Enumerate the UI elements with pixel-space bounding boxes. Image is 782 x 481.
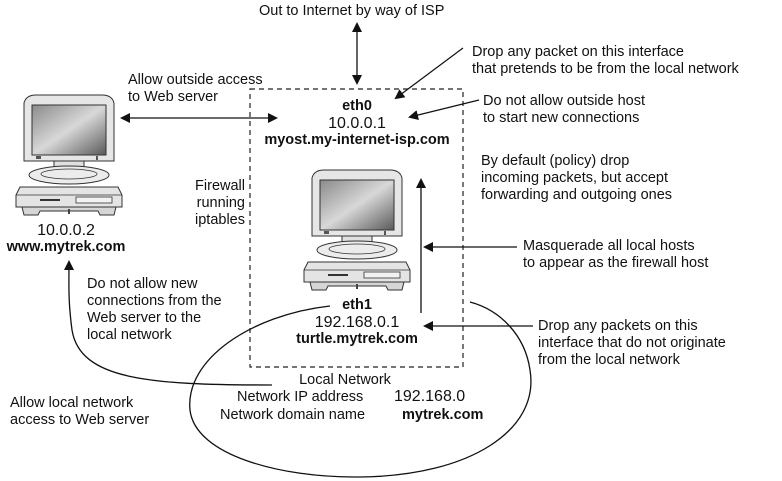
eth1-name: eth1 <box>342 297 372 313</box>
no-new-outside-annotation: Do not allow outside host to start new c… <box>483 93 645 127</box>
allow-outside-annotation: Allow outside access to Web server <box>128 72 263 106</box>
web-server-hostname: www.mytrek.com <box>6 239 126 255</box>
eth1-ip: 192.168.0.1 <box>314 314 400 331</box>
annotation-line: Masquerade all local hosts <box>523 238 695 254</box>
annotation-line: Do not allow outside host <box>483 93 646 109</box>
eth1-hostname: turtle.mytrek.com <box>296 331 418 347</box>
drop-spoof-annotation: Drop any packet on this interface that p… <box>472 44 739 78</box>
annotation-line: Drop any packet on this interface <box>472 44 684 60</box>
local-to-web-arrow <box>63 260 273 386</box>
firewall-label-line: running <box>196 195 245 211</box>
firewall-computer-icon <box>303 169 411 291</box>
web-server-ip: 10.0.0.2 <box>37 222 95 239</box>
drop-spoof-arrow <box>394 47 464 100</box>
annotation-line: By default (policy) drop <box>481 153 630 169</box>
firewall-label-line: Firewall <box>195 178 245 194</box>
firewall-label: Firewall running iptables <box>188 178 245 229</box>
eth0-name: eth0 <box>342 98 372 114</box>
web-server-labels: 10.0.0.2 www.mytrek.com <box>0 222 132 256</box>
no-new-connections-arrow <box>408 99 480 120</box>
local-network-domain-value: mytrek.com <box>402 407 484 423</box>
local-network-domain-label: Network domain name <box>220 407 366 423</box>
annotation-line: that pretends to be from the local netwo… <box>472 61 739 77</box>
firewall-boundary <box>249 88 464 368</box>
annotation-line: forwarding and outgoing ones <box>481 187 673 203</box>
no-new-from-web-annotation: Do not allow new connections from the We… <box>87 276 222 344</box>
annotation-line: to appear as the firewall host <box>523 255 709 271</box>
local-network-ip-label: Network IP address <box>237 389 364 405</box>
annotation-line: local network <box>87 327 172 343</box>
eth0-hostname: myost.my-internet-isp.com <box>264 132 450 148</box>
annotation-line: interface that do not originate <box>538 335 726 351</box>
annotation-line: Allow outside access <box>128 72 263 88</box>
masquerade-annotation: Masquerade all local hosts to appear as … <box>523 238 708 272</box>
web-server-computer-icon <box>15 94 123 216</box>
local-network-boundary <box>189 301 532 478</box>
eth0-interface: eth0 10.0.0.1 myost.my-internet-isp.com <box>252 98 462 149</box>
annotation-line: access to Web server <box>10 412 150 428</box>
annotation-line: Web server to the <box>87 310 202 326</box>
annotation-line: incoming packets, but accept <box>481 170 668 186</box>
annotation-line: to start new connections <box>483 110 640 126</box>
local-network-title: Local Network <box>299 372 391 388</box>
firewall-label-line: iptables <box>195 212 245 228</box>
annotation-line: Drop any packets on this <box>538 318 698 334</box>
drop-nonlocal-annotation: Drop any packets on this interface that … <box>538 318 726 369</box>
eth0-ip: 10.0.0.1 <box>328 115 386 132</box>
allow-local-annotation: Allow local network access to Web server <box>10 395 149 429</box>
annotation-line: from the local network <box>538 352 680 368</box>
internet-label: Out to Internet by way of ISP <box>259 3 445 19</box>
annotation-line: to Web server <box>128 89 218 105</box>
eth1-interface: eth1 192.168.0.1 turtle.mytrek.com <box>252 297 462 348</box>
local-network-ip-value: 192.168.0 <box>394 388 466 405</box>
default-policy-annotation: By default (policy) drop incoming packet… <box>481 153 672 204</box>
annotation-line: Allow local network <box>10 395 134 411</box>
annotation-line: connections from the <box>87 293 222 309</box>
annotation-line: Do not allow new <box>87 276 198 292</box>
